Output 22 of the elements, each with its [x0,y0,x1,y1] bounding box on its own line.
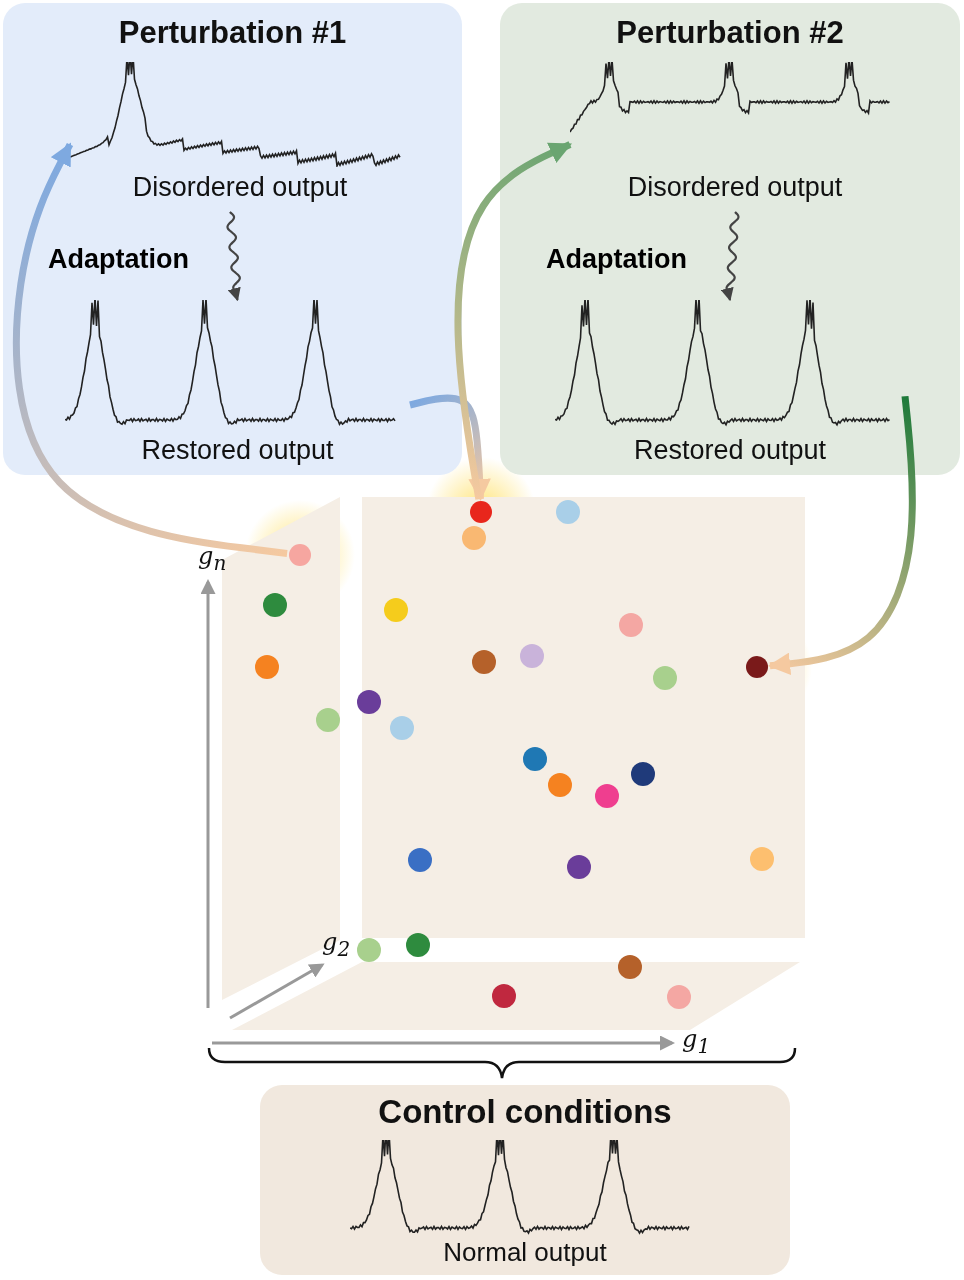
trace-caption: Restored output [632,435,828,466]
arrow [720,211,740,302]
panel [260,1085,790,1275]
edge-label: Adaptation [546,244,687,275]
trace-caption: Normal output [442,1237,608,1268]
trace-caption: Disordered output [131,172,349,203]
arrow [454,141,573,500]
arrow [226,211,241,302]
arrow [409,394,491,502]
axis-label: g$_{1}$ [682,1025,711,1058]
panel [500,3,960,475]
arrow [13,142,288,557]
trace-caption: Restored output [140,435,335,466]
axis-label: g$_{2}$ [322,928,351,961]
panel-title: Perturbation #2 [615,15,845,51]
edge-label: Adaptation [48,244,189,275]
arrow [767,395,916,675]
panel-title: Control conditions [377,1093,673,1131]
trace-caption: Disordered output [626,172,844,203]
axis-label: g$_{n}$ [198,542,227,575]
panel-title: Perturbation #1 [117,15,348,51]
panel [3,3,462,475]
